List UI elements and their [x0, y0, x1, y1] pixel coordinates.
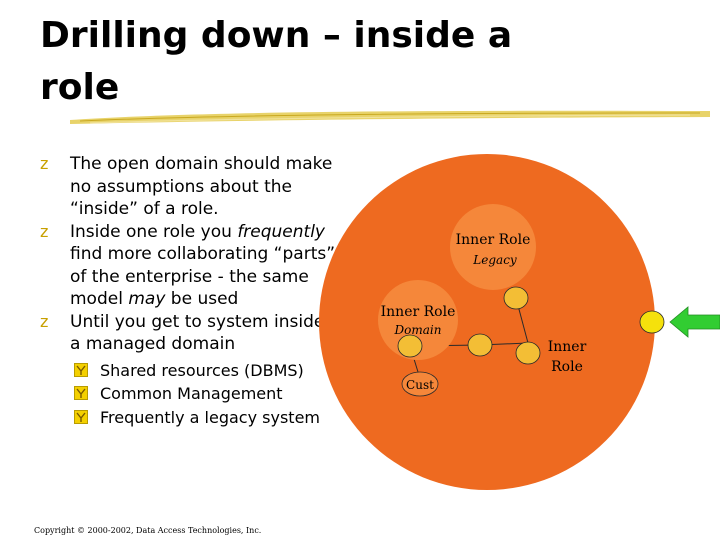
- inner-role-domain-label: Inner Role: [381, 304, 456, 320]
- inner-role-domain-sublabel: Domain: [394, 323, 442, 337]
- sub-bullet-item: Common Management: [36, 382, 356, 406]
- inner-role-domain-circle: [378, 280, 458, 360]
- inner-role-legacy-circle: [450, 204, 536, 290]
- bullet-text-line: Inside one role you frequently: [70, 221, 356, 244]
- bullet-text-line: “inside” of a role.: [70, 199, 219, 219]
- bullet-text-line: a managed domain: [70, 334, 236, 354]
- port-outer-edge: [639, 310, 665, 334]
- bullet-item-open-domain: z The open domain should make no assumpt…: [36, 153, 356, 221]
- title-underline-brushstroke: [70, 110, 710, 124]
- z-bullet-icon: z: [40, 311, 49, 331]
- slide-title-line-2: role: [40, 67, 120, 108]
- cust-oval: [401, 371, 439, 397]
- inner-role-legacy-label: Inner Role: [456, 232, 531, 248]
- bullet-emphasis: frequently: [237, 221, 325, 242]
- ports: [397, 286, 665, 365]
- bullet-list: z The open domain should make no assumpt…: [36, 153, 356, 429]
- sub-bullet-item: Frequently a legacy system: [36, 406, 356, 430]
- bullet-text-fragment: be used: [165, 289, 239, 309]
- port-domain-right: [467, 333, 493, 357]
- port-domain-left: [397, 334, 423, 358]
- y-bullet-icon: [74, 362, 88, 377]
- inner-role-legacy-sublabel: Legacy: [472, 253, 517, 267]
- sub-bullet-text: Shared resources (DBMS): [100, 360, 304, 380]
- y-bullet-icon: [74, 409, 88, 424]
- bullet-item-managed-domain: z Until you get to system inside a manag…: [36, 311, 356, 356]
- bullet-text-fragment: model: [70, 289, 129, 309]
- port-legacy: [503, 286, 529, 310]
- green-arrow-icon: [669, 306, 720, 338]
- bullet-text-line: no assumptions about the: [70, 176, 293, 197]
- sub-bullet-item: Shared resources (DBMS): [36, 359, 356, 383]
- sub-bullet-text: Frequently a legacy system: [100, 407, 320, 427]
- bullet-emphasis: may: [128, 289, 166, 309]
- y-bullet-icon: [74, 386, 88, 400]
- copyright-notice: Copyright © 2000-2002, Data Access Techn…: [34, 526, 262, 535]
- z-bullet-icon: z: [40, 154, 49, 173]
- bullet-text-line: find more collaborating “parts”: [70, 244, 336, 264]
- outer-role-label-line-2: Role: [551, 359, 583, 375]
- outer-role-label-line-1: Inner: [548, 339, 587, 355]
- bullet-text-line: of the enterprise - the same: [70, 266, 309, 287]
- bullet-text-fragment: Inside one role you: [70, 221, 238, 242]
- slide-title: Drilling down – inside a role: [40, 10, 680, 114]
- slide-title-line-1: Drilling down – inside a: [40, 15, 513, 56]
- z-bullet-icon: z: [40, 221, 49, 241]
- cust-label: Cust: [406, 378, 434, 392]
- bullet-text-line: The open domain should make: [70, 154, 333, 174]
- outer-role-circle: [319, 154, 655, 490]
- port-outer-inner: [515, 341, 541, 365]
- bullet-item-inside-role: z Inside one role you frequently find mo…: [36, 221, 356, 311]
- sub-bullet-text: Common Management: [100, 384, 283, 403]
- bullet-text-line: model may be used: [70, 288, 356, 311]
- bullet-text-line: Until you get to system inside: [70, 311, 325, 332]
